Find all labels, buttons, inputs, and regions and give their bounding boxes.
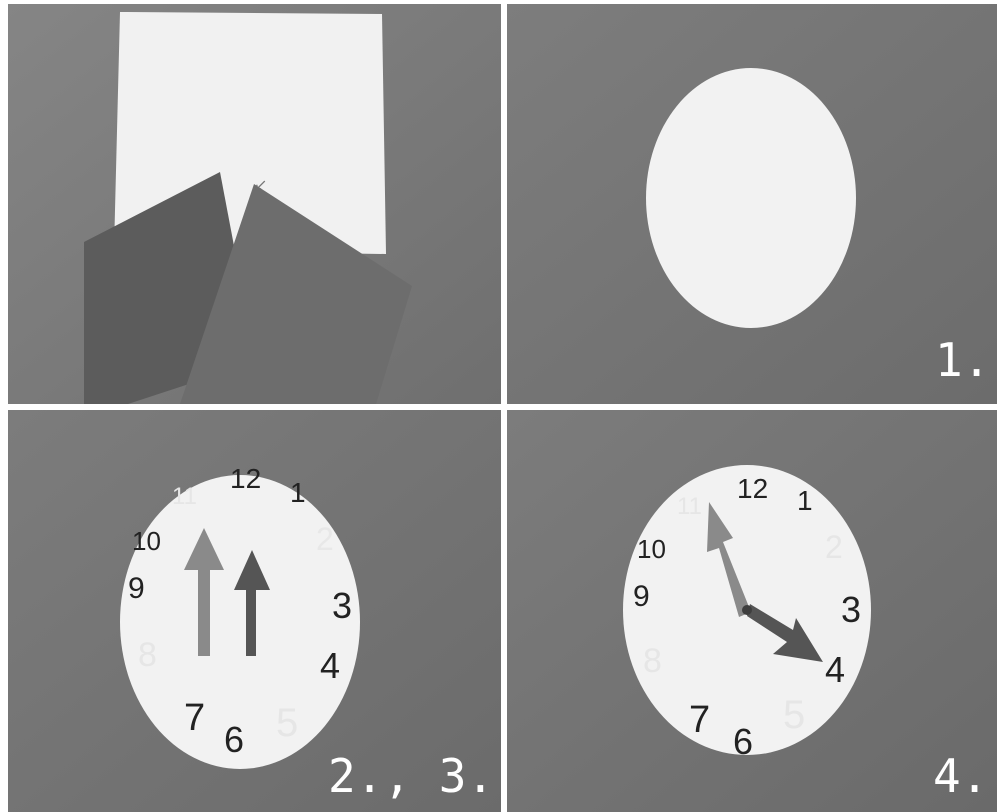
clock-number-11: 11 — [172, 483, 197, 510]
clock-number-3: 3 — [841, 589, 861, 630]
photo-step-1: 1. — [507, 4, 997, 404]
clock-number-1: 1 — [797, 485, 813, 516]
clock-number-5: 5 — [783, 693, 805, 737]
clock-number-12: 12 — [230, 463, 261, 494]
clock-number-10: 10 — [637, 534, 666, 564]
materials-scene: ↙ — [8, 4, 501, 404]
step-label-1: 1. — [935, 333, 990, 387]
photo-step-4: 12 1 2 3 4 5 6 7 8 9 10 11 4. — [507, 410, 997, 812]
clock-number-11: 11 — [677, 493, 702, 520]
clock-number-10: 10 — [132, 526, 161, 556]
clock-number-5: 5 — [276, 701, 298, 745]
clock-number-8: 8 — [643, 642, 662, 680]
clock-number-4: 4 — [825, 649, 845, 690]
clock-number-3: 3 — [332, 585, 352, 626]
center-pin — [742, 605, 752, 615]
paper-circle — [646, 68, 856, 328]
photo-step-2-3: 12 1 2 3 4 5 6 7 8 9 10 11 2., 3. — [8, 410, 501, 812]
step-label-2-3: 2., 3. — [328, 749, 494, 803]
clock-number-2: 2 — [825, 529, 843, 565]
clock-number-7: 7 — [689, 699, 710, 741]
clock-number-6: 6 — [224, 719, 244, 760]
step-2-3-scene: 12 1 2 3 4 5 6 7 8 9 10 11 2., 3. — [8, 410, 501, 812]
clock-number-6: 6 — [733, 721, 753, 762]
step-1-scene: 1. — [507, 4, 997, 404]
clock-number-4: 4 — [320, 645, 340, 686]
clock-number-9: 9 — [128, 572, 145, 605]
clock-number-9: 9 — [633, 580, 650, 613]
clock-number-1: 1 — [290, 477, 306, 508]
clock-number-8: 8 — [138, 636, 157, 674]
photo-materials: ↙ — [8, 4, 501, 404]
clock-number-7: 7 — [184, 697, 205, 739]
clock-number-12: 12 — [737, 473, 768, 504]
step-4-scene: 12 1 2 3 4 5 6 7 8 9 10 11 4. — [507, 410, 997, 812]
clock-number-2: 2 — [316, 521, 334, 557]
step-label-4: 4. — [933, 749, 988, 803]
